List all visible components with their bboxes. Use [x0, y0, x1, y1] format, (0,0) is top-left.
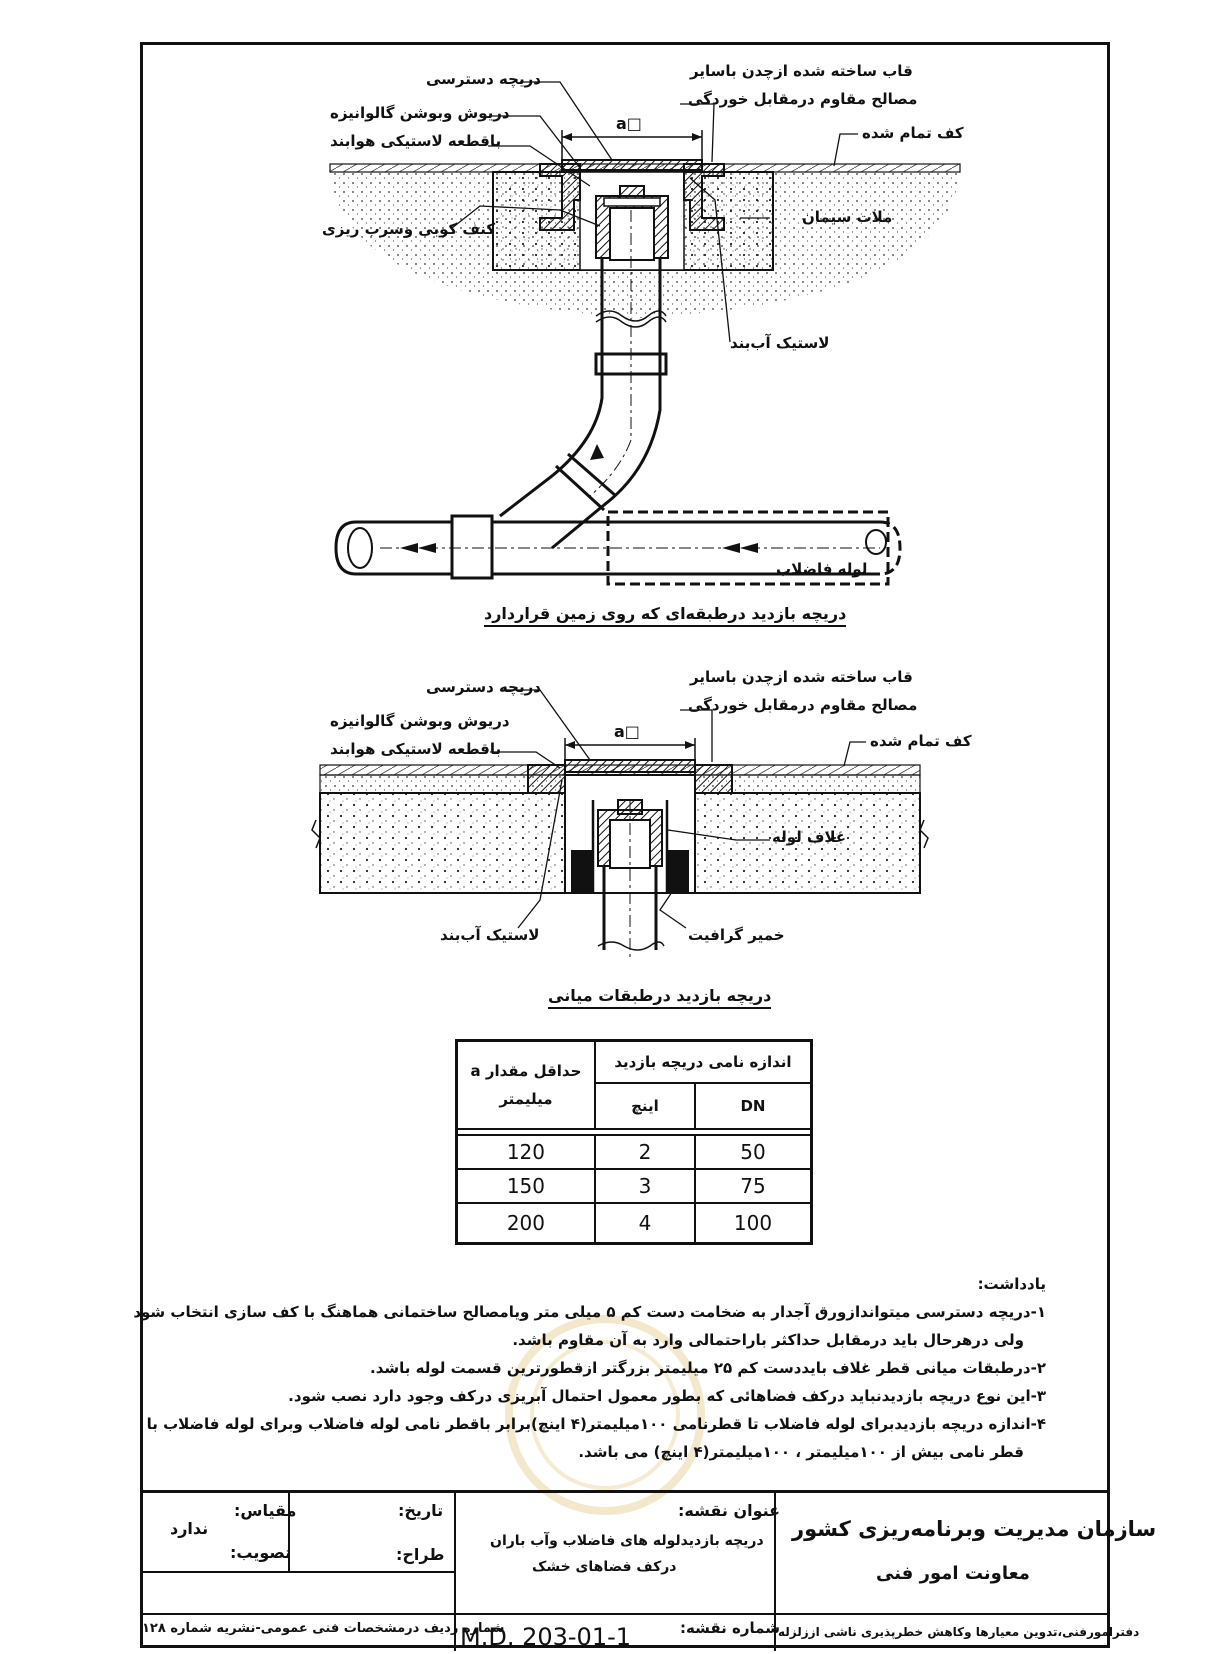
table-cell-inch: 4: [593, 1202, 697, 1245]
title-block: مقیاس: ندارد تاریخ: تصویب: طراح: شماره ر…: [140, 1490, 1156, 1651]
table-cell-a: 150: [455, 1168, 596, 1204]
table-cell-a: 120: [455, 1134, 596, 1170]
fig1-label-caulking: کنف کوبی وسرب ریزی: [322, 220, 496, 238]
watermark-seal: [505, 1315, 705, 1515]
notes-title: یادداشت:: [977, 1275, 1046, 1293]
table-cell-a: 200: [455, 1202, 596, 1245]
fig1-dimension-a: □a: [616, 114, 642, 133]
fig1-label-rubber-seal: لاستیک آب‌بند: [730, 334, 830, 352]
fig1-label-finished-floor: کف تمام شده: [862, 124, 964, 142]
fig2-label-access-door: دریچه دسترسی: [426, 678, 541, 696]
fig2-label-airtight-ring: باقطعه لاستیکی هوابند: [330, 740, 502, 758]
fig1-label-frame-2: مصالح مقاوم درمقابل خوردگی: [688, 90, 918, 108]
fig2-label-pipe-sleeve: غلاف لوله: [772, 828, 847, 846]
note-line: ۲-درطبقات میانی قطر غلاف بایددست کم ۲۵ م…: [370, 1359, 1046, 1377]
table-cell-dn: 75: [694, 1168, 813, 1204]
drawing-number: M.D. 203-01-1: [460, 1623, 632, 1651]
cleanout-plug: [609, 207, 655, 261]
notes-section: یادداشت: ۱-دریچه دسترسی میتواندازورق آجد…: [133, 1270, 1046, 1466]
fig2-label-rubber-seal: لاستیک آب‌بند: [440, 926, 540, 944]
note-line: ۳-این نوع دریچه بازدیدنباید درکف فضاهائی…: [288, 1387, 1046, 1405]
note-line: ۴-اندازه دریچه بازدیدبرای لوله فاضلاب تا…: [146, 1415, 1046, 1433]
drawing-sheet-border: [140, 42, 1110, 1648]
table-row: 100 4 200: [455, 1202, 813, 1245]
watermark-seal-inner: [530, 1340, 680, 1490]
fig2-caption: دریچه بازدید درطبقات میانی: [548, 986, 772, 1009]
drawing-number-label: شماره نقشه:: [680, 1619, 780, 1637]
drawing-title-line2: درکف فضاهای خشک: [532, 1559, 677, 1575]
date-label: تاریخ:: [398, 1501, 444, 1520]
fig2-label-graphite-paste: خمیر گرافیت: [688, 926, 785, 944]
table-header-min-a-unit: میلیمتر: [499, 1090, 553, 1108]
fig2-dimension-a: □a: [614, 722, 640, 741]
fig1-label-airtight-ring: باقطعه لاستیکی هوابند: [330, 132, 502, 150]
org-name: سازمان مدیریت وبرنامه‌ریزی کشور: [792, 1517, 1157, 1541]
table-row: 75 3 150: [455, 1168, 813, 1204]
access-door-plate: [561, 159, 703, 171]
scale-label: مقیاس:: [234, 1501, 297, 1520]
approval-label: تصویب:: [230, 1543, 292, 1562]
org-deputy: معاونت امور فنی: [876, 1563, 1030, 1584]
table-cell-dn: 50: [694, 1134, 813, 1170]
fig1-label-frame: قاب ساخته شده ازچدن باسایر: [690, 62, 913, 80]
fig2-access-door: [564, 759, 696, 773]
note-line: ۱-دریچه دسترسی میتواندازورق آجدار به ضخا…: [133, 1303, 1046, 1321]
note-line: ولی درهرحال باید درمقابل حداکثر باراحتما…: [512, 1331, 1024, 1349]
fig1-label-cement-mortar: ملات سیمان: [802, 208, 893, 226]
table-header-min-a: حداقل مقدار a میلیمتر: [455, 1039, 596, 1130]
table-header-min-a-label: حداقل مقدار a: [470, 1062, 582, 1080]
table-cell-inch: 2: [593, 1134, 697, 1170]
fig2-label-frame: قاب ساخته شده ازچدن باسایر: [690, 668, 913, 686]
table-cell-inch: 3: [593, 1168, 697, 1204]
fig1-caption: دریچه بازدید درطبقه‌ای که روی زمین قرارد…: [484, 604, 847, 627]
fig2-frame-right: [694, 764, 733, 794]
fig1-label-galvanized-door: دریوش وبوشن گالوانیزه: [330, 104, 510, 122]
fig2-label-finished-floor: کف تمام شده: [870, 732, 972, 750]
table-header-inch: اینچ: [593, 1082, 697, 1130]
nominal-size-table: اندازه نامی دریچه بازدید حداقل مقدار a م…: [455, 1039, 813, 1245]
spec-row-label: شماره ردیف درمشخصات فنی عمومی-نشریه شمار…: [142, 1621, 505, 1636]
fig1-label-access-door: دریچه دسترسی: [426, 70, 541, 88]
drawing-title-line1: دریچه بازدیدلوله های فاضلاب وآب باران: [490, 1533, 764, 1549]
drawing-title-label: عنوان نقشه:: [678, 1501, 781, 1520]
table-header-nominal: اندازه نامی دریچه بازدید: [593, 1039, 813, 1084]
designer-label: طراح:: [396, 1545, 445, 1564]
office-name: دفترامورفنی،تدوین معیارها وکاهش خطرپذیری…: [778, 1625, 1140, 1639]
fig1-label-sewer-pipe: لوله فاضلاب: [776, 560, 868, 578]
scale-value: ندارد: [170, 1519, 209, 1538]
frame-right: [683, 163, 725, 231]
fig2-label-galvanized-door: دریوش وبوشن گالوانیزه: [330, 712, 510, 730]
table-row: 50 2 120: [455, 1134, 813, 1170]
fig2-frame-left: [527, 764, 566, 794]
table-header-dn: DN: [694, 1082, 813, 1130]
fig2-label-frame-2: مصالح مقاوم درمقابل خوردگی: [688, 696, 918, 714]
table-cell-dn: 100: [694, 1202, 813, 1245]
note-line: قطر نامی بیش از ۱۰۰میلیمتر ، ۱۰۰میلیمتر(…: [578, 1443, 1024, 1461]
